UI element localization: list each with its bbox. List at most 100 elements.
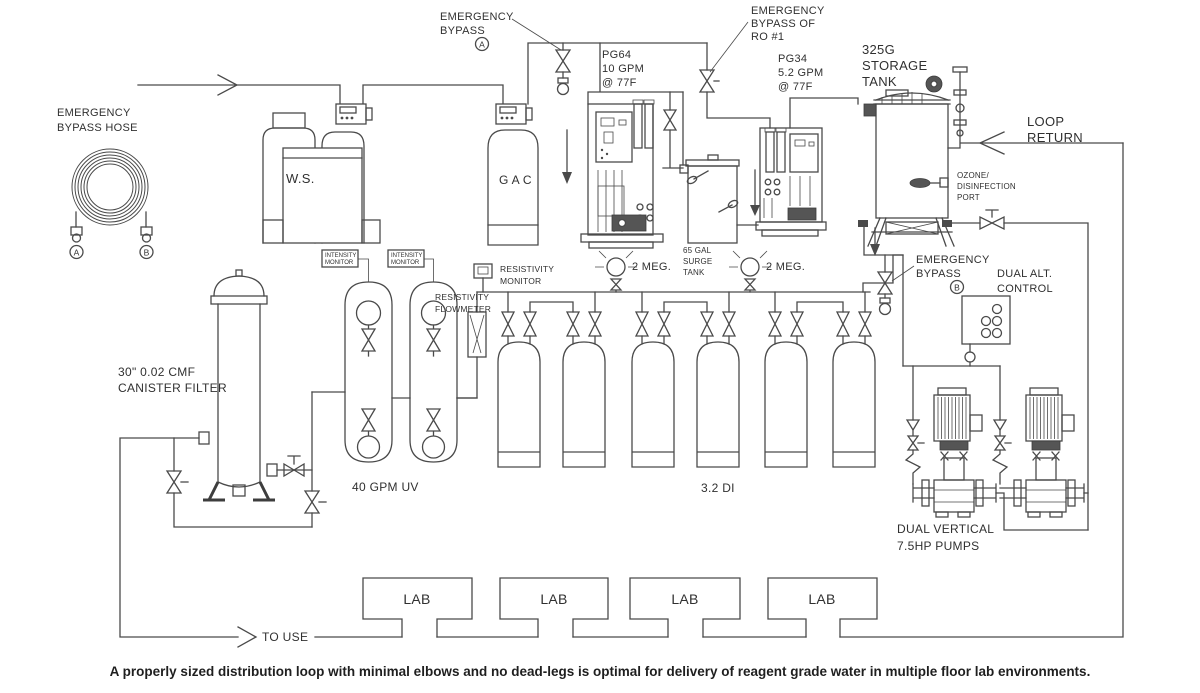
bypass-a-label-2: BYPASS bbox=[440, 25, 485, 37]
valve-icon bbox=[554, 49, 572, 73]
intensity-monitor-2: INTENSITY MONITOR bbox=[387, 249, 434, 282]
emergency-bypass-hose: A B EMERGENCY BYPASS HOSE bbox=[57, 107, 154, 260]
di-train: 2 MEG. 2 MEG. 3.2 DI bbox=[476, 250, 904, 495]
bypass-b-label-1: EMERGENCY bbox=[916, 254, 990, 266]
storage-label-1: 325G bbox=[862, 42, 895, 57]
im1-label-1: INTENSITY bbox=[325, 253, 356, 259]
water-softener: W.S. bbox=[262, 103, 381, 244]
ozone-label-1: OZONE/ bbox=[957, 171, 989, 180]
pump-1-icon bbox=[912, 387, 997, 518]
valve-icon bbox=[698, 69, 716, 93]
ozone-port-icon bbox=[909, 177, 949, 188]
pumps-label-2: 7.5HP PUMPS bbox=[897, 539, 979, 553]
canister-label-2: CANISTER FILTER bbox=[118, 381, 227, 395]
canister-filter: 30" 0.02 CMF CANISTER FILTER bbox=[118, 269, 278, 502]
feed-line bbox=[137, 42, 708, 105]
im2-label-2: MONITOR bbox=[391, 260, 420, 266]
di-valves bbox=[500, 311, 873, 337]
bypass-a-port-label: A bbox=[479, 40, 485, 50]
ozone-label-3: PORT bbox=[957, 193, 980, 202]
surge-label-3: TANK bbox=[683, 268, 705, 277]
pg64-model: PG64 bbox=[602, 49, 631, 61]
hose-connector-b-icon bbox=[140, 226, 153, 236]
rmon-label-2: MONITOR bbox=[500, 276, 541, 286]
hose-port-b-label: B bbox=[144, 248, 150, 258]
ro1-bypass-label-2: BYPASS OF bbox=[751, 18, 815, 30]
ozone-label-2: DISINFECTION bbox=[957, 182, 1016, 191]
lab-2-label: LAB bbox=[540, 591, 567, 607]
bypass-b-label-2: BYPASS bbox=[916, 268, 961, 280]
valve-icon bbox=[283, 462, 305, 478]
ro-unit-pg64: PG64 10 GPM @ 77F bbox=[562, 42, 689, 249]
ro-unit-pg34: PG34 5.2 GPM @ 77F bbox=[750, 53, 859, 237]
surge-label-1: 65 GAL bbox=[683, 246, 712, 255]
bypass-b-port-label: B bbox=[954, 283, 960, 293]
storage-tank: 325G STORAGE TANK OZONE/ DISINFECTION PO… bbox=[858, 42, 1016, 256]
softener-controller-icon bbox=[335, 103, 373, 125]
surge-tank: 65 GAL SURGE TANK bbox=[683, 154, 759, 277]
meg-label-2: 2 MEG. bbox=[766, 261, 805, 273]
distribution-loop: TO USE LAB LAB LAB LAB bbox=[237, 142, 1124, 648]
di-label: 3.2 DI bbox=[701, 481, 735, 495]
rflow-label-1: RESISTIVITY bbox=[435, 292, 489, 302]
dual-alt-label-1: DUAL ALT. bbox=[997, 268, 1052, 280]
valve-icon bbox=[979, 215, 1005, 231]
ro-pump-icon bbox=[787, 207, 817, 221]
loop-return-label-2: RETURN bbox=[1027, 130, 1083, 145]
tank-outlet-line bbox=[951, 209, 1089, 531]
ro1-bypass-label-1: EMERGENCY bbox=[751, 5, 825, 17]
valve-icon bbox=[876, 271, 894, 295]
storage-label-3: TANK bbox=[862, 74, 897, 89]
emergency-bypass-b: EMERGENCY BYPASS B bbox=[863, 226, 990, 367]
inlet-nozzle bbox=[198, 431, 210, 445]
flow-arrow-icon bbox=[992, 419, 1008, 432]
lab-box-1: LAB bbox=[362, 577, 473, 638]
loop-return: LOOP RETURN bbox=[947, 66, 1124, 155]
lab-box-4: LAB bbox=[767, 577, 878, 638]
emergency-bypass-a: EMERGENCY BYPASS A bbox=[440, 11, 572, 96]
hose-label-2: BYPASS HOSE bbox=[57, 122, 138, 134]
loop-return-label-1: LOOP bbox=[1027, 114, 1064, 129]
pg34-flow: 5.2 GPM bbox=[778, 67, 824, 79]
di-bottles bbox=[497, 335, 876, 468]
ro1-bypass: EMERGENCY BYPASS OF RO #1 bbox=[698, 5, 825, 129]
im1-label-2: MONITOR bbox=[325, 260, 354, 266]
canister-piping bbox=[119, 391, 327, 638]
dual-alt-label-2: CONTROL bbox=[997, 283, 1053, 295]
diagram-caption: A properly sized distribution loop with … bbox=[109, 664, 1091, 679]
handle-icon bbox=[718, 204, 733, 213]
gac-filter: G A C bbox=[487, 103, 539, 246]
outlet-nozzle bbox=[266, 463, 278, 477]
meg-light-2: 2 MEG. bbox=[729, 250, 805, 293]
gauge-icon bbox=[964, 351, 976, 363]
dual-vertical-pumps: DUAL VERTICAL 7.5HP PUMPS bbox=[897, 365, 1089, 553]
flow-arrow-icon bbox=[237, 626, 258, 648]
pump-2-icon bbox=[999, 387, 1085, 518]
hose-connector-a-icon bbox=[70, 226, 83, 236]
resistivity-monitor-icon bbox=[473, 263, 493, 293]
tank-inlet-nozzle bbox=[863, 103, 877, 117]
im2-label-1: INTENSITY bbox=[391, 253, 422, 259]
to-use-label: TO USE bbox=[262, 630, 308, 644]
pg64-flow: 10 GPM bbox=[602, 63, 644, 75]
flow-arrow-icon bbox=[978, 131, 1005, 155]
tank-legs bbox=[858, 217, 955, 247]
pg34-model: PG34 bbox=[778, 53, 807, 65]
lab-box-3: LAB bbox=[629, 577, 741, 638]
dual-alt-control: DUAL ALT. CONTROL bbox=[961, 268, 1053, 367]
rflow-label-2: FLOWMETER bbox=[435, 304, 491, 314]
hose-label-1: EMERGENCY bbox=[57, 107, 131, 119]
surge-label-2: SURGE bbox=[683, 257, 712, 266]
uv-units: INTENSITY MONITOR INTENSITY MONITOR 40 G… bbox=[311, 249, 478, 494]
valve-icon bbox=[303, 490, 321, 514]
lab-4-label: LAB bbox=[808, 591, 835, 607]
flow-arrow-icon bbox=[905, 419, 921, 432]
resistivity-instruments: RESISTIVITY MONITOR RESISTIVITY FLOWMETE… bbox=[435, 263, 554, 399]
flow-arrow-icon bbox=[217, 74, 239, 96]
gac-controller-icon bbox=[495, 103, 533, 125]
valve-icon bbox=[662, 109, 678, 131]
meg-label-1: 2 MEG. bbox=[632, 261, 671, 273]
canister-label-1: 30" 0.02 CMF bbox=[118, 365, 195, 379]
meg-light-1: 2 MEG. bbox=[595, 250, 671, 293]
